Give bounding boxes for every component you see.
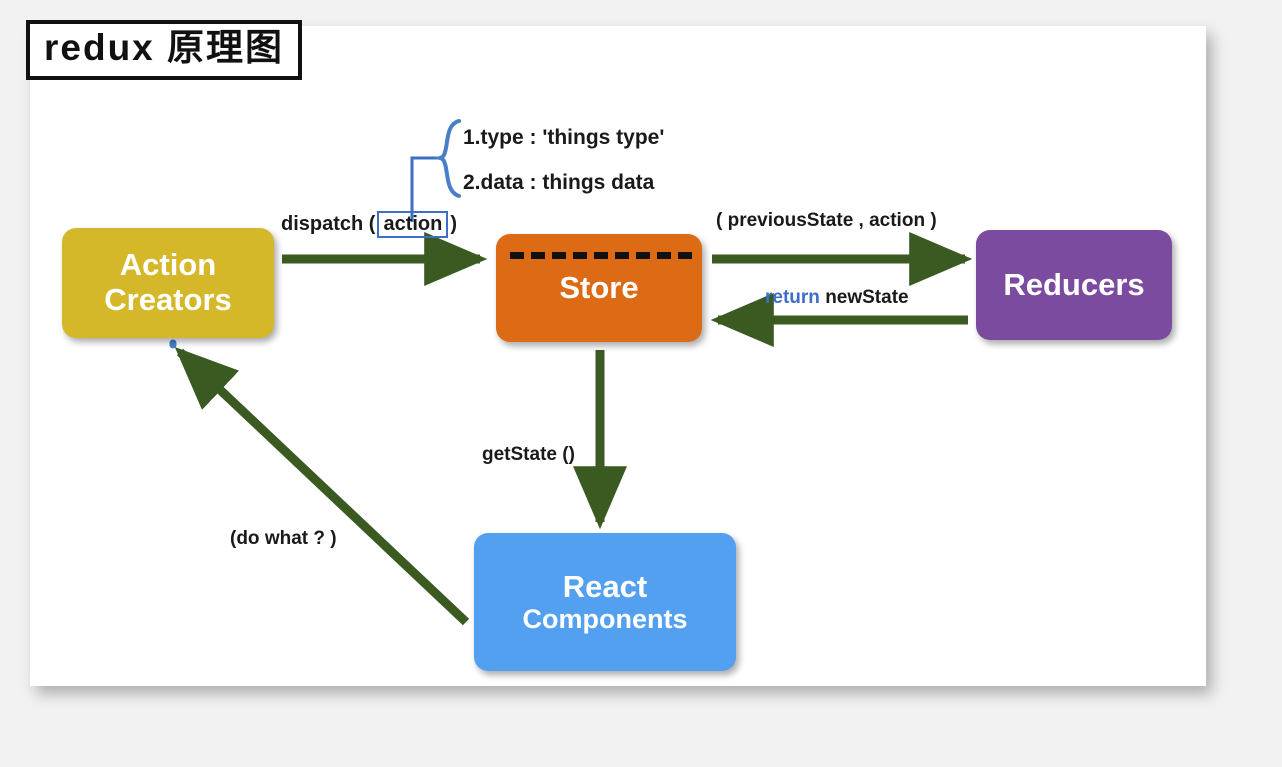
label-return-new-state: return newState [765, 287, 909, 309]
node-store[interactable]: Store [496, 234, 702, 342]
node-reducers[interactable]: Reducers [976, 230, 1172, 340]
label-previous-state: ( previousState , action ) [716, 210, 937, 231]
return-value: newState [825, 287, 909, 308]
node-action-creators[interactable]: Action Creators [62, 228, 274, 338]
label-get-state: getState () [482, 444, 575, 465]
title-box: redux 原理图 [26, 20, 303, 80]
node-react-components-line2: Components [522, 604, 688, 635]
label-dispatch: dispatch (action) [281, 211, 457, 238]
return-keyword: return [765, 287, 820, 308]
dispatch-suffix: ) [450, 213, 458, 235]
node-action-creators-line1: Action [119, 247, 217, 283]
dispatch-action-box: action [377, 211, 449, 238]
node-react-components-line1: React [562, 568, 648, 604]
page-title: redux 原理图 [44, 27, 285, 68]
brace-note-data: 2.data : things data [463, 171, 655, 194]
brace-note-type: 1.type : 'things type' [463, 126, 665, 149]
node-reducers-label: Reducers [1003, 266, 1145, 302]
dispatch-prefix: dispatch ( [281, 213, 376, 235]
node-react-components[interactable]: React Components [474, 533, 736, 671]
node-store-label: Store [559, 269, 639, 305]
store-dashed-divider [510, 252, 692, 259]
label-do-what: (do what ? ) [230, 528, 337, 549]
node-action-creators-line2: Creators [104, 282, 232, 317]
